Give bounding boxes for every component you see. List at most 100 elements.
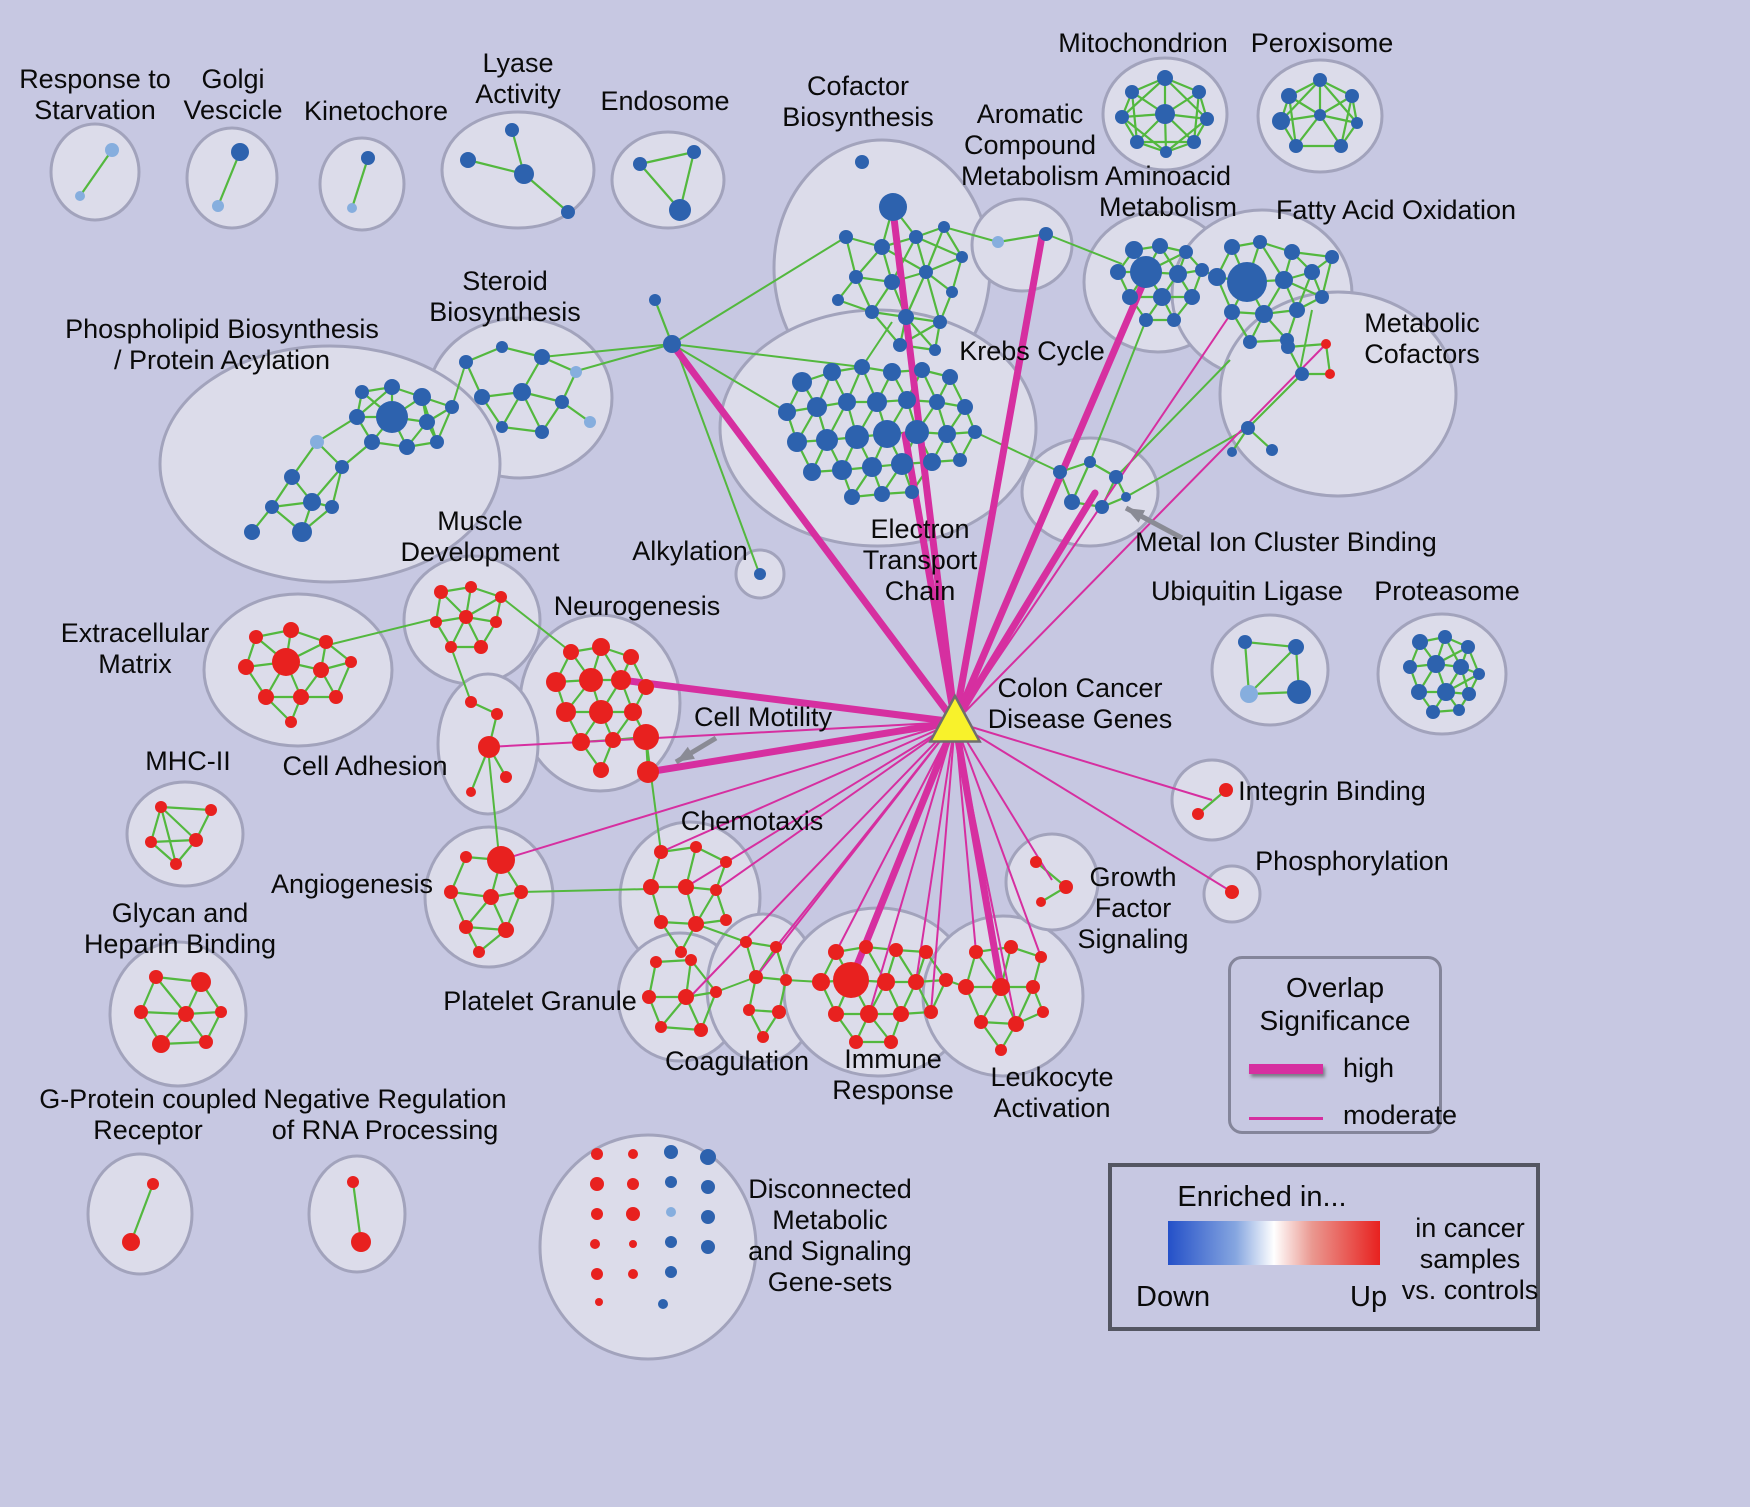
gene-set-node (637, 761, 659, 783)
gene-set-node (1325, 250, 1339, 264)
gene-set-overlap-edge (160, 805, 212, 812)
gene-set-node (335, 460, 349, 474)
gene-set-node (474, 640, 488, 654)
gene-set-node (579, 668, 603, 692)
hub-edge-moderate (775, 721, 956, 948)
gene-set-node (349, 409, 365, 425)
gene-set-node (284, 469, 300, 485)
gene-set-node (627, 1178, 639, 1190)
gene-set-node (215, 1006, 227, 1018)
gene-set-node (654, 845, 668, 859)
gene-set-node (445, 400, 459, 414)
gene-set-node (1084, 456, 1096, 468)
gene-set-node (1243, 335, 1257, 349)
gene-set-overlap-edge (1164, 77, 1208, 120)
gene-set-node (272, 648, 300, 676)
floating-label-2: Cell Motility (694, 702, 833, 732)
hub-edge-moderate (487, 721, 956, 748)
hub-edge-high (951, 232, 1046, 726)
gene-set-node (1115, 110, 1129, 124)
cluster-label-alkylation: Alkylation (632, 536, 748, 566)
intercluster-edge (1115, 359, 1231, 478)
intercluster-edge (671, 343, 788, 413)
gene-set-node (720, 856, 732, 868)
gene-set-node (675, 946, 687, 958)
gene-set-node (867, 392, 887, 412)
gene-set-node (665, 1176, 677, 1188)
gene-set-node (628, 1149, 638, 1159)
gene-set-overlap-edge (216, 151, 242, 207)
down-regulated-label: Down (1136, 1281, 1211, 1313)
high-significance-swatch (1249, 1063, 1323, 1074)
intercluster-edge (943, 226, 999, 243)
gene-set-node (633, 724, 659, 750)
gene-set-node (570, 366, 582, 378)
gene-set-node (823, 363, 841, 381)
gene-set-node (1453, 659, 1469, 675)
gene-set-node (496, 341, 508, 353)
gene-set-node (1064, 494, 1080, 510)
hub-edge-moderate (954, 721, 1042, 958)
gene-set-overlap-edge (891, 236, 917, 283)
gene-set-node (650, 956, 662, 968)
hub-edge-moderate (660, 721, 956, 853)
gene-set-node (591, 1148, 603, 1160)
gene-set-node (444, 885, 458, 899)
gene-set-node (1139, 313, 1153, 327)
gene-set-node (590, 1177, 604, 1191)
gene-set-node (685, 954, 697, 966)
intercluster-edge (520, 888, 650, 893)
gene-set-node (865, 305, 879, 319)
gene-set-node (466, 787, 476, 797)
gene-set-node (924, 1005, 938, 1019)
cluster-ellipse-growth-factor-signaling (1004, 832, 1100, 932)
moderate-significance-label: moderate (1343, 1100, 1458, 1130)
gene-set-node (770, 941, 782, 953)
gene-set-node (923, 453, 941, 471)
gene-set-node (496, 421, 508, 433)
floating-label-0: Krebs Cycle (959, 336, 1105, 366)
gene-set-node (1109, 470, 1123, 484)
intercluster-edge (488, 757, 500, 857)
gene-set-node (459, 610, 473, 624)
gene-set-node (1287, 680, 1311, 704)
gene-set-node (832, 294, 844, 306)
cluster-ellipse-kinetochore (318, 136, 406, 232)
intercluster-edge (1089, 319, 1147, 463)
enrichment-legend-title: Enriched in... (1177, 1181, 1347, 1213)
gene-set-node (849, 270, 863, 284)
gene-set-node (399, 439, 415, 455)
gene-set-node (838, 393, 856, 411)
gene-set-node (1334, 139, 1348, 153)
gene-set-node (939, 973, 953, 987)
gene-set-node (199, 1035, 213, 1049)
gene-set-node (265, 500, 279, 514)
gene-set-overlap-edge (1287, 95, 1298, 147)
gene-set-node (483, 889, 499, 905)
gene-set-node (1284, 244, 1300, 260)
cluster-ellipse-metabolic-cofactors (1218, 290, 1458, 498)
hub-edge-moderate (954, 721, 1233, 893)
gene-set-node (874, 486, 890, 502)
gene-set-node (643, 879, 659, 895)
gene-set-node (1437, 683, 1455, 701)
gene-set-node (147, 1178, 159, 1190)
gene-set-overlap-edge (950, 256, 964, 293)
gene-set-node (787, 432, 807, 452)
gene-set-node (303, 493, 321, 511)
gene-set-node (1438, 630, 1452, 644)
gene-set-overlap-edge (160, 806, 197, 841)
cluster-label-ubiquitin-ligase: Ubiquitin Ligase (1151, 576, 1343, 606)
gene-set-node (743, 1004, 755, 1016)
gene-set-node (1179, 245, 1193, 259)
gene-set-node (555, 395, 569, 409)
gene-set-node (778, 403, 796, 421)
gene-set-overlap-edge (351, 1181, 363, 1243)
hub-edge-high (951, 718, 1005, 991)
intercluster-edge (671, 236, 847, 345)
gene-set-node (572, 733, 590, 751)
gene-set-node (152, 1035, 170, 1053)
intercluster-edge (450, 646, 472, 703)
gene-set-node (710, 884, 722, 896)
